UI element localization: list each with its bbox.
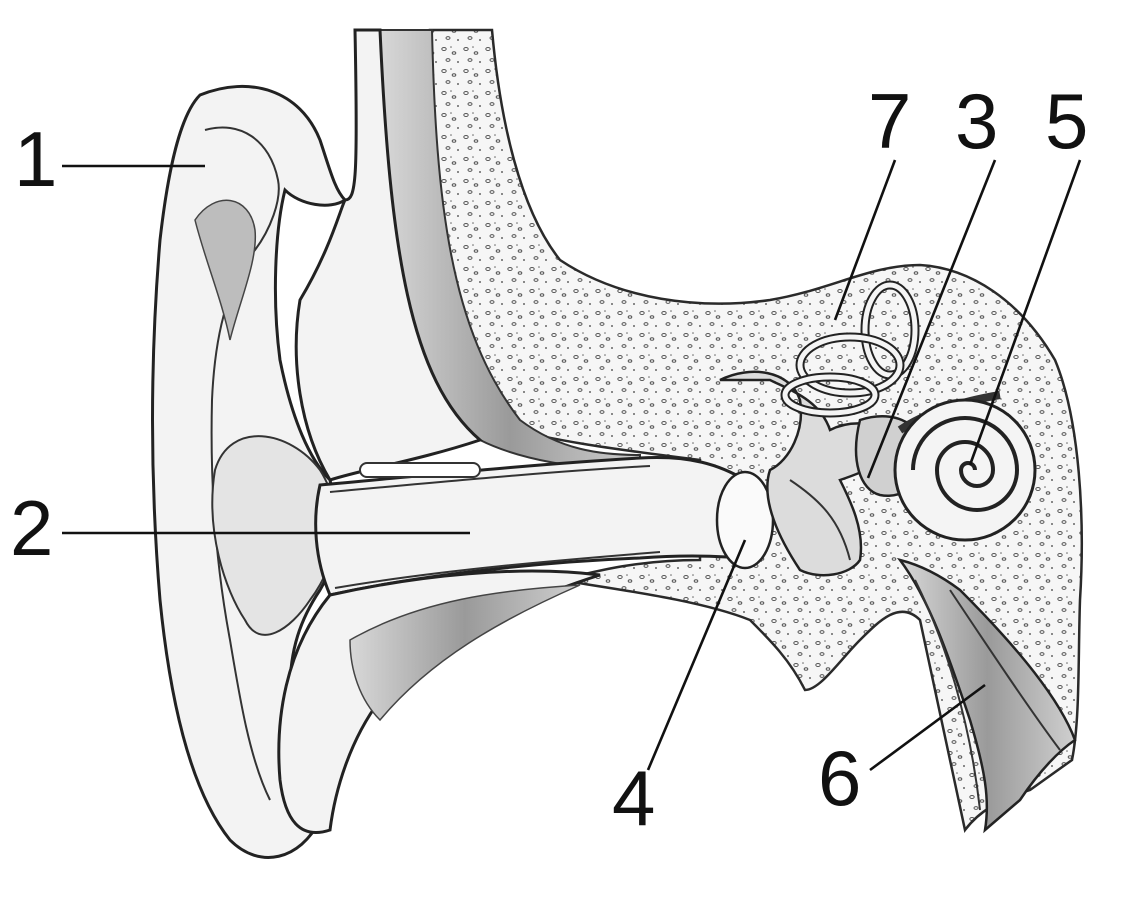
label-3: 3 (955, 77, 998, 165)
head-skin (294, 28, 483, 482)
antihelix-shade (194, 199, 257, 341)
cartilage-strip (359, 462, 481, 478)
semicircular-canal (862, 282, 918, 378)
label-4: 4 (612, 754, 655, 842)
label-5: 5 (1045, 77, 1088, 165)
leader-line-5 (968, 159, 1082, 466)
canal-upper-wall (329, 465, 651, 493)
leader-line-3 (866, 159, 997, 479)
label-1: 1 (14, 115, 57, 203)
semicircular-canal (797, 334, 903, 396)
lower-muscle (349, 584, 581, 722)
eustachian-tube (896, 557, 1077, 834)
leader-line-7 (833, 159, 897, 321)
semicircular-canal (782, 374, 878, 416)
label-7: 7 (868, 77, 911, 165)
concha (211, 435, 337, 636)
label-2: 2 (10, 484, 53, 572)
eustachian-tube-line (914, 579, 981, 811)
leader-line-4 (646, 539, 747, 771)
leader-line-6 (869, 683, 986, 772)
canal-lower-wall (334, 551, 661, 589)
ossicles (719, 370, 902, 577)
tympanic-membrane (715, 470, 775, 570)
cochlea (893, 398, 1037, 542)
temporal-bone (428, 28, 1083, 833)
eustachian-tube-line (949, 589, 1061, 751)
helix-fold (204, 126, 280, 801)
label-6: 6 (818, 734, 861, 822)
middle-ear-cavity (789, 479, 851, 561)
